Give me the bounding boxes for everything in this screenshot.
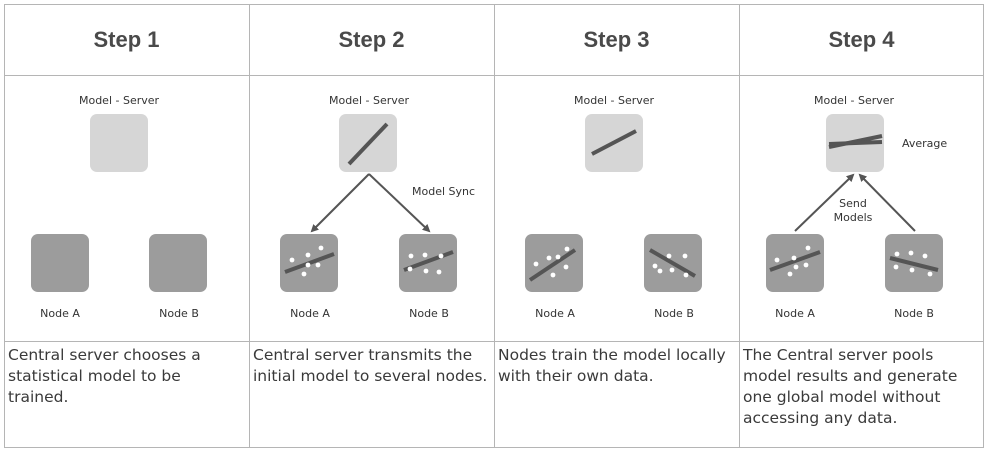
step-1-column: Step 1 Model - Server Node A Node B Cent… bbox=[4, 4, 249, 448]
step-3-node-a-box bbox=[525, 234, 583, 292]
step-4-send-models-label: Send Models bbox=[834, 197, 873, 225]
step-4-node-a-label: Node A bbox=[775, 307, 815, 320]
step-2-node-b-label: Node B bbox=[409, 307, 449, 320]
step-4-send-label-line-1: Send bbox=[839, 197, 867, 210]
step-4-header: Step 4 bbox=[739, 4, 984, 75]
step-1-node-a-box bbox=[31, 234, 89, 292]
step-2-node-a-scatter-icon bbox=[284, 245, 335, 277]
step-3-column: Step 3 Model - Server bbox=[494, 4, 739, 448]
step-4-average-label: Average bbox=[902, 137, 948, 150]
step-2-model-line-icon bbox=[347, 122, 389, 166]
step-4-send-arrows bbox=[794, 173, 916, 232]
step-1-header: Step 1 bbox=[4, 4, 249, 75]
step-4-server-box bbox=[826, 114, 884, 172]
step-2-header: Step 2 bbox=[249, 4, 494, 75]
step-2-column: Step 2 Model - Server Model Sync bbox=[249, 4, 494, 448]
step-1-node-b-label: Node B bbox=[159, 307, 199, 320]
step-2-sync-arrows bbox=[310, 173, 431, 233]
step-2-title: Step 2 bbox=[338, 26, 405, 52]
step-2-server-label: Model - Server bbox=[328, 94, 410, 107]
step-2-model-sync-label: Model Sync bbox=[412, 185, 476, 198]
step-4-node-a-box bbox=[766, 234, 824, 292]
step-2-node-b-box bbox=[399, 234, 457, 292]
step-3-server-box bbox=[585, 114, 643, 172]
step-1-description: Central server chooses a statistical mod… bbox=[8, 346, 201, 406]
step-3-description: Nodes train the model locally with their… bbox=[498, 346, 726, 385]
step-3-node-a-trained-icon bbox=[528, 246, 577, 282]
step-2-node-a-box bbox=[280, 234, 338, 292]
grid-lines bbox=[4, 4, 984, 448]
step-4-node-b-label: Node B bbox=[894, 307, 934, 320]
step-3-header: Step 3 bbox=[494, 4, 739, 75]
step-1-server-label: Model - Server bbox=[78, 94, 160, 107]
step-3-node-b-box bbox=[644, 234, 702, 292]
step-4-server-label: Model - Server bbox=[813, 94, 895, 107]
step-4-description: The Central server pools model results a… bbox=[743, 346, 958, 427]
step-3-node-a-label: Node A bbox=[535, 307, 575, 320]
step-2-node-a-label: Node A bbox=[290, 307, 330, 320]
step-3-title: Step 3 bbox=[583, 26, 650, 52]
step-3-node-b-trained-icon bbox=[648, 248, 697, 278]
step-2-node-b-scatter-icon bbox=[403, 250, 454, 275]
step-2-description: Central server transmits the initial mod… bbox=[253, 346, 488, 385]
step-4-node-b-box bbox=[885, 234, 943, 292]
step-4-title: Step 4 bbox=[828, 26, 895, 52]
step-3-node-b-label: Node B bbox=[654, 307, 694, 320]
step-1-node-a-label: Node A bbox=[40, 307, 80, 320]
step-2-server-box bbox=[339, 114, 397, 172]
step-1-title: Step 1 bbox=[93, 26, 160, 52]
step-4-averaged-model-icon bbox=[828, 134, 883, 149]
step-4-node-a-model-icon bbox=[769, 245, 821, 277]
step-4-node-b-model-icon bbox=[889, 250, 939, 277]
federated-learning-diagram: Step 1 Model - Server Node A Node B Cent… bbox=[4, 4, 984, 448]
step-4-column: Step 4 Model - Server Average Send Model… bbox=[739, 4, 984, 448]
step-1-node-b-box bbox=[149, 234, 207, 292]
step-3-server-label: Model - Server bbox=[573, 94, 655, 107]
step-4-send-label-line-2: Models bbox=[833, 211, 873, 224]
step-3-model-line-icon bbox=[591, 129, 637, 156]
step-1-server-box bbox=[90, 114, 148, 172]
